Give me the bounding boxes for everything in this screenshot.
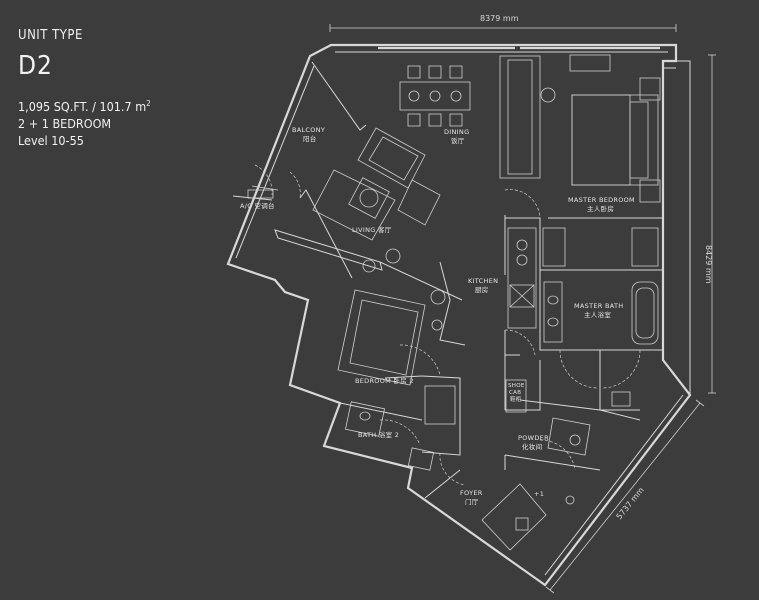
label-cab: CAB (509, 390, 521, 396)
label-balcony-cn: 阳台 (303, 134, 317, 143)
label-ac: A/C 空调台 (240, 201, 275, 210)
unit-area-text: 1,095 SQ.FT. / 101.7 m (18, 99, 147, 115)
label-master-bath-cn: 主人浴室 (584, 310, 611, 319)
label-powder: POWDER (518, 434, 549, 442)
label-plus-one: +1 (534, 490, 544, 498)
dimension-top: 8379 mm (480, 14, 519, 23)
label-powder-cn: 化妆间 (522, 442, 542, 451)
room-labels: BALCONY 阳台 A/C 空调台 LIVING 客厅 DINING 饭厅 M… (240, 126, 635, 506)
label-foyer: FOYER (460, 489, 483, 497)
label-bath2: BATH 浴室 2 (358, 430, 399, 439)
doors (254, 164, 641, 486)
label-foyer-cn: 门厅 (465, 497, 479, 506)
label-master-bedroom: MASTER BEDROOM (568, 196, 635, 204)
label-living: LIVING 客厅 (352, 225, 392, 234)
unit-info-panel: UNIT TYPE D2 1,095 SQ.FT. / 101.7 m2 2 +… (18, 28, 151, 149)
unit-area: 1,095 SQ.FT. / 101.7 m2 (18, 95, 151, 115)
unit-type-label: UNIT TYPE (18, 28, 83, 43)
unit-level: Level 10-55 (18, 133, 84, 149)
interior-walls (232, 189, 663, 499)
furniture (247, 54, 661, 551)
label-kitchen: KITCHEN (468, 277, 498, 285)
unit-bedrooms: 2 + 1 BEDROOM (18, 116, 112, 132)
dimension-lines (329, 24, 716, 594)
label-kitchen-cn: 厨房 (475, 285, 489, 294)
label-shoe-cab-cn: 鞋柜 (510, 395, 522, 403)
label-balcony: BALCONY (292, 126, 325, 134)
label-shoe: SHOE (508, 383, 525, 389)
label-dining: DINING (444, 128, 469, 136)
label-master-bedroom-cn: 主人卧房 (587, 204, 614, 213)
label-master-bath: MASTER BATH (574, 302, 623, 310)
outer-walls (226, 43, 692, 587)
label-dining-cn: 饭厅 (451, 136, 465, 145)
unit-code: D2 (18, 51, 53, 81)
unit-area-superscript: 2 (146, 99, 151, 108)
dimension-right: 8429 mm (704, 245, 713, 284)
label-bedroom2: BEDROOM 卧房 2 (355, 376, 414, 385)
